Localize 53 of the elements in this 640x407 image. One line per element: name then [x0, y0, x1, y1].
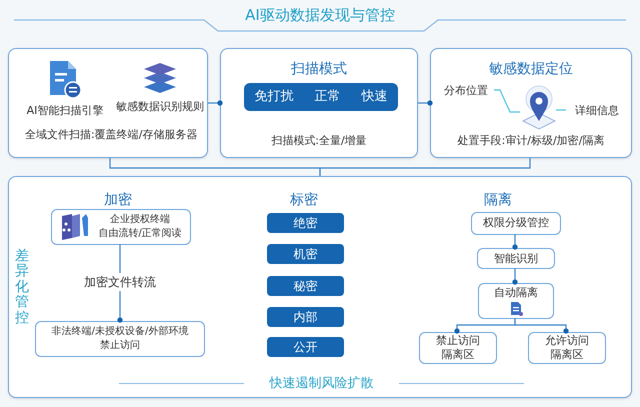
connector-line — [319, 158, 531, 176]
leader-line — [494, 89, 520, 113]
panel-card — [8, 176, 632, 398]
section-heading: 标密 — [289, 191, 319, 210]
box-text: 权限分级管控 — [483, 215, 549, 232]
box-text: 禁止访问 — [100, 339, 140, 353]
icon-caption: 敏感数据识别规则 — [116, 99, 204, 115]
panel-card — [220, 48, 418, 158]
callout-text: 分布位置 — [444, 82, 488, 99]
level-tag: 机密 — [267, 244, 344, 264]
process-box — [528, 332, 606, 364]
connector-line — [512, 268, 518, 285]
box-text: 企业授权终端 — [110, 213, 170, 227]
process-box — [478, 283, 554, 319]
mode-label: 正常 — [314, 88, 340, 106]
box-text: 允许访问隔离区 — [544, 334, 590, 362]
panel-heading: 扫描模式 — [290, 60, 348, 79]
panel-heading: 敏感数据定位 — [488, 60, 574, 79]
process-box — [471, 212, 561, 235]
level-tag: 绝密 — [267, 213, 344, 233]
panel-card — [430, 48, 632, 158]
callout-text: 详细信息 — [575, 102, 619, 119]
box-text: 智能识别 — [494, 252, 538, 266]
process-box — [477, 248, 555, 269]
level-tag: 内部 — [267, 307, 344, 327]
section-heading: 加密 — [103, 191, 133, 210]
mode-bar — [244, 83, 398, 111]
connector-line — [512, 234, 518, 250]
panel-card — [8, 48, 208, 158]
panel-caption: 快速遏制风险扩散 — [268, 375, 374, 393]
panel-note: 处置手段:审计/标级/加密/隔离 — [456, 133, 606, 149]
box-text: 自动隔离 — [494, 284, 538, 301]
box-text: 自由流转/正常阅读 — [98, 227, 182, 241]
vertical-heading: 差异化管控 — [15, 249, 29, 326]
level-tag: 公开 — [267, 337, 344, 357]
connector-line — [514, 318, 569, 334]
box-text: 非法终端/未授权设备/外部环境 — [52, 325, 188, 339]
connector-line — [418, 100, 433, 106]
level-tag: 秘密 — [267, 276, 344, 296]
mode-label: 免打扰 — [254, 88, 294, 106]
box-text: 禁止访问隔离区 — [435, 334, 481, 362]
mode-label: 快速 — [362, 88, 388, 106]
diagram-title: AI驱动数据发现与管控 — [244, 5, 396, 26]
section-heading: 隔离 — [483, 191, 513, 210]
panel-note: 扫描模式:全量/增量 — [270, 133, 368, 149]
process-box — [35, 321, 205, 357]
panel-note: 全域文件扫描:覆盖终端/存储服务器 — [25, 127, 198, 143]
location-pin-icon — [521, 85, 557, 131]
icon-caption: AI智能扫描引擎 — [26, 103, 104, 119]
connector-line — [208, 100, 223, 106]
leader-line — [556, 109, 566, 111]
info-box — [51, 209, 191, 245]
process-box — [419, 332, 497, 364]
